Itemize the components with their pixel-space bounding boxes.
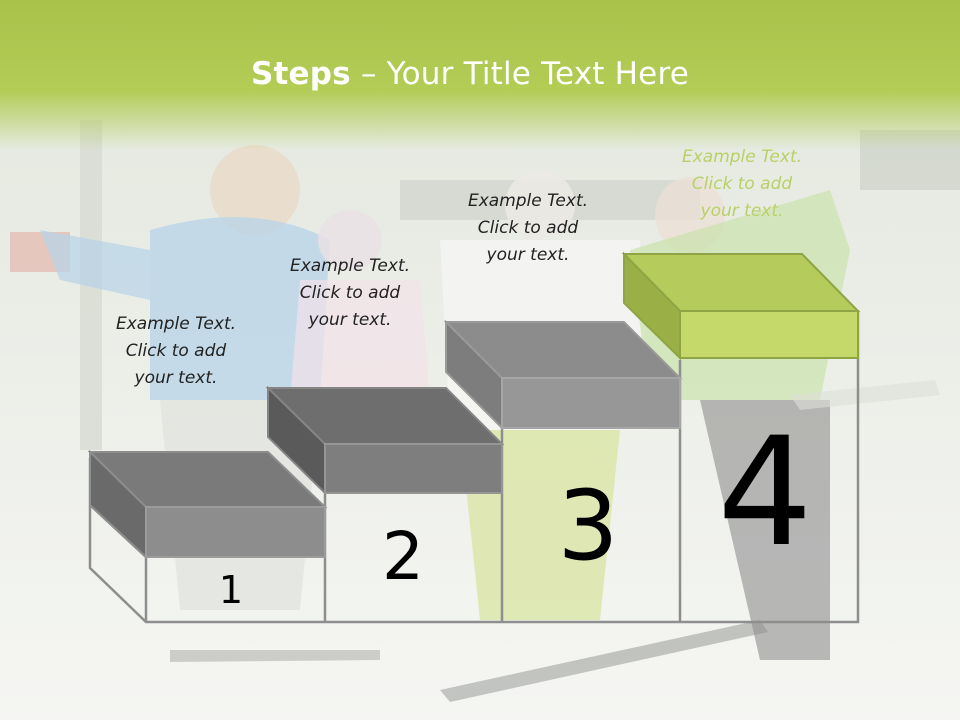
title-bold: Steps xyxy=(250,56,351,92)
caption-line: Click to add xyxy=(125,341,227,361)
step-2-number: 2 xyxy=(382,518,424,595)
caption-line: Example Text. xyxy=(467,191,589,211)
header-band xyxy=(0,0,960,150)
caption-line: your text. xyxy=(308,310,392,330)
step-2-block[interactable] xyxy=(265,385,505,496)
slide-title[interactable]: Steps – Your Title Text Here xyxy=(0,56,940,92)
caption-line: Click to add xyxy=(691,174,793,194)
caption-line: your text. xyxy=(700,201,784,221)
caption-line: Example Text. xyxy=(115,314,237,334)
caption-line: Example Text. xyxy=(681,147,803,167)
step-4-caption[interactable]: Example Text. Click to add your text. xyxy=(662,144,822,225)
caption-line: your text. xyxy=(486,245,570,265)
caption-line: your text. xyxy=(134,368,218,388)
step-3-caption[interactable]: Example Text. Click to add your text. xyxy=(448,188,608,269)
caption-line: Example Text. xyxy=(289,256,411,276)
step-4-block[interactable] xyxy=(621,251,861,361)
caption-line: Click to add xyxy=(477,218,579,238)
step-1-block[interactable] xyxy=(87,449,328,560)
step-3-number: 3 xyxy=(557,470,619,582)
step-4-number: 4 xyxy=(717,406,813,580)
caption-line: Click to add xyxy=(299,283,401,303)
step-2-caption[interactable]: Example Text. Click to add your text. xyxy=(270,253,430,334)
step-1-number: 1 xyxy=(218,568,244,612)
step-1-caption[interactable]: Example Text. Click to add your text. xyxy=(96,311,256,392)
title-rest: – Your Title Text Here xyxy=(350,56,689,92)
step-3-block[interactable] xyxy=(443,319,683,431)
